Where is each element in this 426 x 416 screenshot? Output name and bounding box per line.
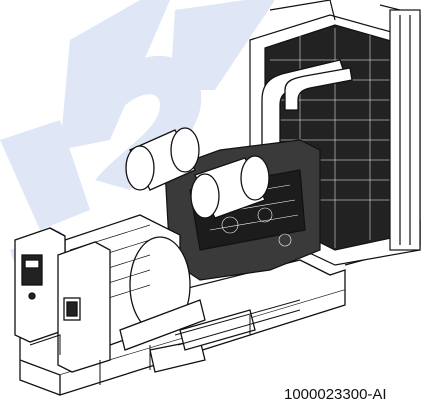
air-cleaner [125, 127, 270, 219]
coolant-pipes [261, 59, 353, 151]
control-panel [14, 227, 111, 373]
skid-details [29, 299, 301, 385]
part-number-caption: 1000023300-AI [284, 386, 387, 403]
